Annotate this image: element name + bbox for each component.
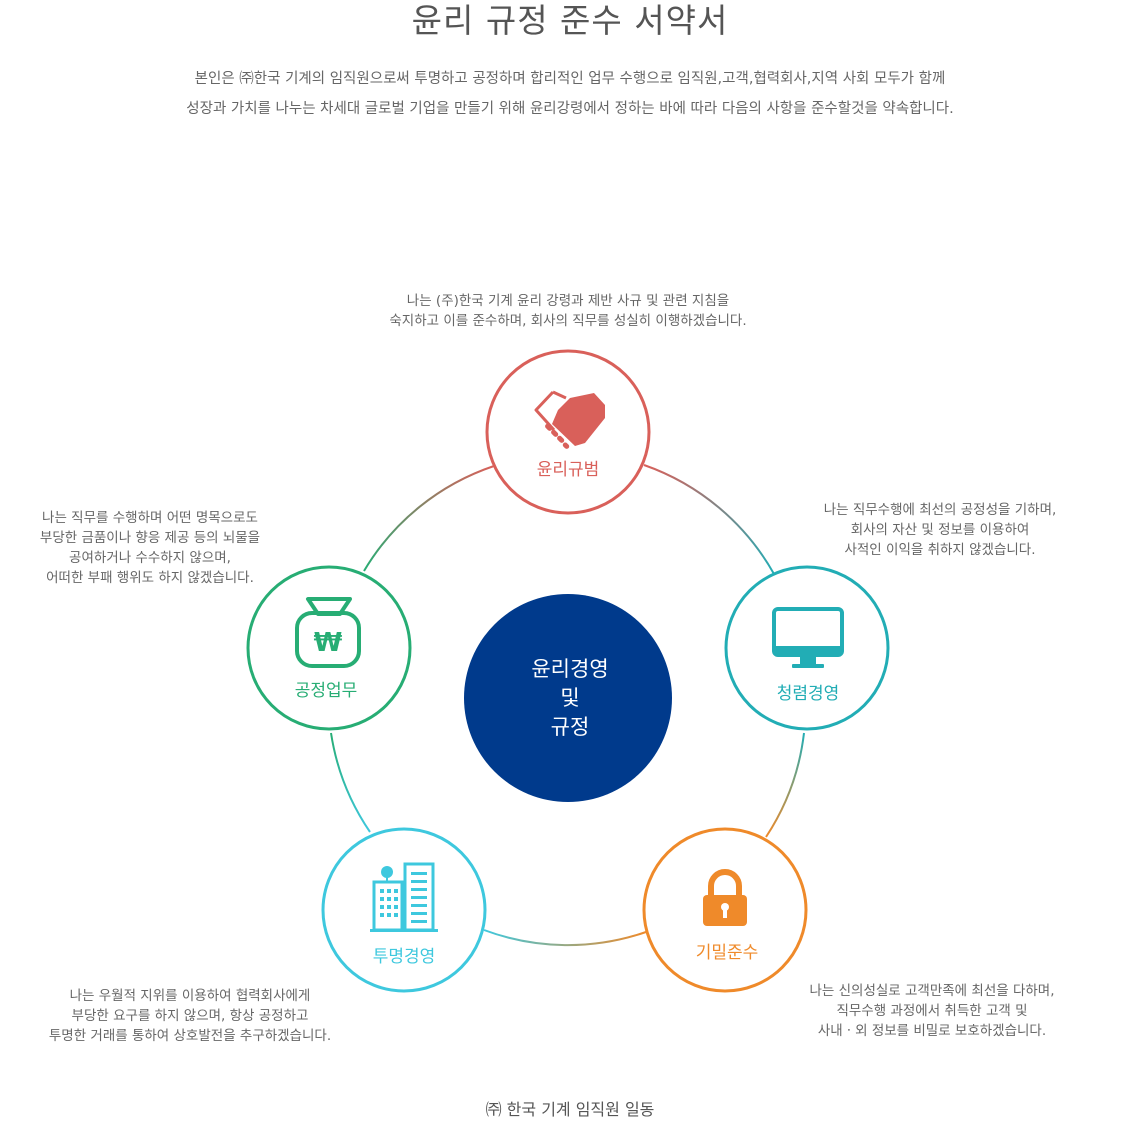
center-label-2: 및 [560, 686, 579, 710]
node-label-integrity: 청렴경영 [777, 684, 840, 704]
node-ethics: 윤리규범 [485, 349, 651, 515]
intro-line-2: 성장과 가치를 나누는 차세대 글로벌 기업을 만들기 위해 윤리강령에서 정하… [186, 101, 954, 117]
desc-transparency: 나는 우월적 지위를 이용하여 협력회사에게 부당한 요구를 하지 않으며, 항… [48, 988, 332, 1044]
monitor-icon [772, 607, 844, 668]
intro-line-1: 본인은 ㈜한국 기계의 임직원으로써 투명하고 공정하며 합리적인 업무 수행으… [194, 71, 946, 87]
ring-arc-integrity-secrecy [765, 732, 805, 838]
node-label-secrecy: 기밀준수 [696, 943, 759, 963]
page-title: 윤리 규정 준수 서약서 [411, 1, 729, 40]
node-fairness: ₩ 공정업무 [246, 565, 412, 731]
node-label-transparency: 투명경영 [373, 947, 436, 967]
node-label-fairness: 공정업무 [295, 681, 358, 701]
handshake-icon [534, 390, 605, 449]
desc-ethics: 나는 (주)한국 기계 윤리 강령과 제반 사규 및 관련 지침을 숙지하고 이… [389, 293, 747, 329]
ring-arc-ethics-integrity [643, 464, 775, 575]
node-integrity: 청렴경영 [724, 565, 890, 731]
node-secrecy: 기밀준수 [642, 827, 808, 993]
desc-fairness: 나는 직무를 수행하며 어떤 명목으로도 부당한 금품이나 향응 제공 등의 뇌… [39, 510, 261, 586]
node-label-ethics: 윤리규범 [537, 460, 600, 480]
node-transparency: 투명경영 [321, 827, 487, 993]
desc-secrecy: 나는 신의성실로 고객만족에 최선을 다하며, 직무수행 과정에서 취득한 고객… [809, 983, 1055, 1039]
center-label-1: 윤리경영 [531, 657, 608, 681]
center-label-3: 규정 [551, 715, 590, 739]
padlock-icon [703, 869, 747, 926]
ring-arc-fairness-ethics [363, 465, 495, 572]
ring-arc-secrecy-transparency [483, 929, 647, 947]
center-circle [464, 594, 672, 802]
desc-integrity: 나는 직무수행에 최선의 공정성을 기하며, 회사의 자산 및 정보를 이용하여… [823, 502, 1057, 558]
won-symbol: ₩ [314, 628, 343, 658]
footer-signature: ㈜ 한국 기계 임직원 일동 [485, 1100, 655, 1119]
buildings-icon [370, 862, 438, 932]
money-bag-icon: ₩ [295, 597, 361, 668]
ring-arc-transparency-fairness [330, 732, 371, 833]
